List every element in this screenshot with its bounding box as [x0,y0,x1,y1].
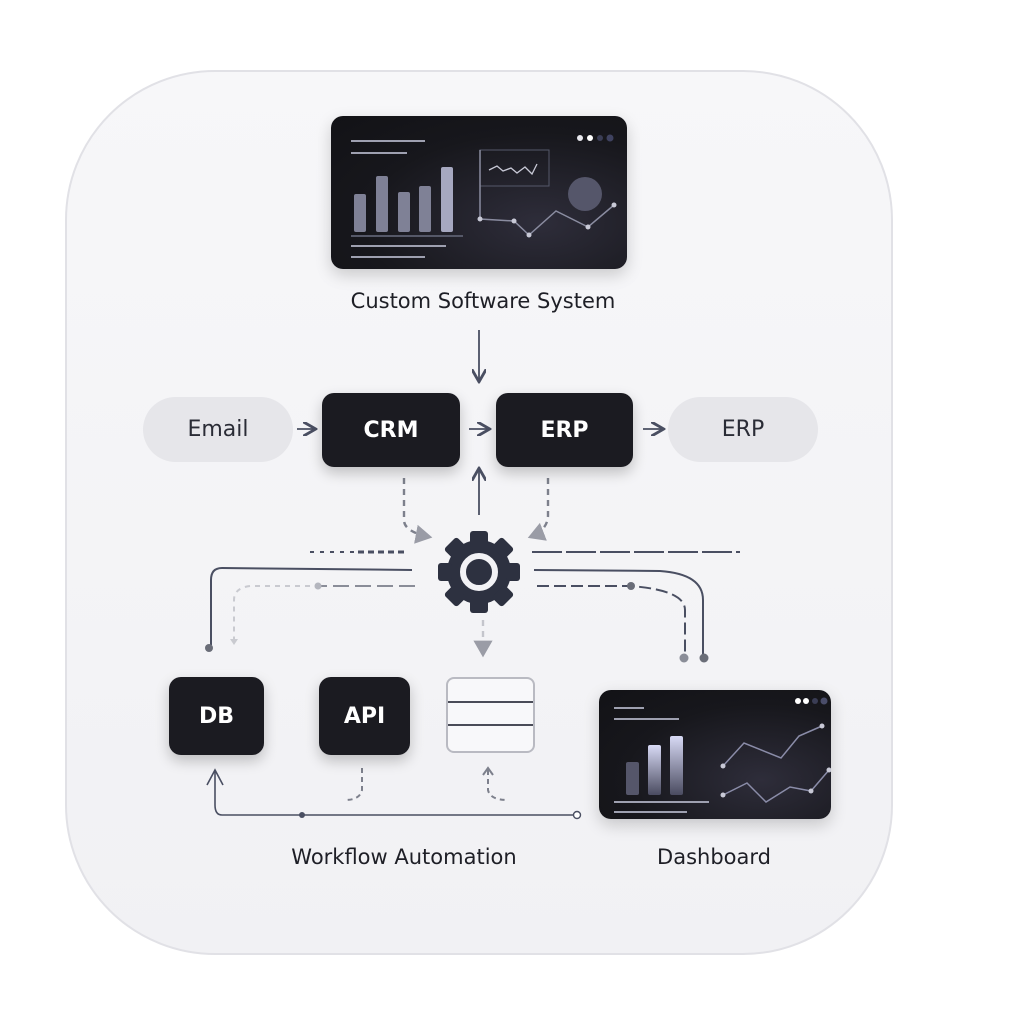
db-node[interactable]: DB [169,677,264,755]
workflow-automation-label: Workflow Automation [291,845,517,869]
wire-crm-gear [402,478,433,544]
gear-icon [421,514,537,630]
erp-output-node[interactable]: ERP [668,397,818,462]
erp-node[interactable]: ERP [496,393,633,467]
custom-software-system-label: Custom Software System [350,289,616,313]
dashboard-preview [599,690,831,819]
custom-software-dashboard-preview [331,116,627,269]
bar-chart [354,167,453,232]
dashboard-label: Dashboard [657,845,771,869]
wire-gear-dashboard [533,569,704,655]
api-node[interactable]: API [319,677,410,755]
email-node[interactable]: Email [143,397,293,462]
wire-gear-db [210,566,413,645]
table-icon [446,677,535,753]
wire-erp-gear [527,478,550,541]
wire-bottom-bus [214,770,577,816]
crm-node[interactable]: CRM [322,393,460,467]
